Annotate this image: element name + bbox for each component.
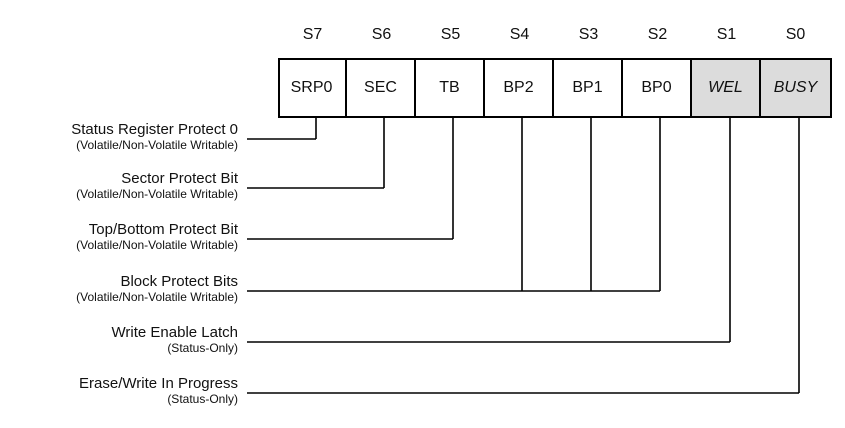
bit-cell-wel: WEL [692,58,761,118]
label-sub: (Volatile/Non-Volatile Writable) [76,290,238,304]
label-main: Top/Bottom Protect Bit [88,221,238,238]
bit-cell-bp2: BP2 [485,58,554,118]
bit-cell-bp1: BP1 [554,58,623,118]
label-top-bottom-protect: Top/Bottom Protect Bit (Volatile/Non-Vol… [76,221,238,252]
bit-number-s4: S4 [509,26,530,43]
label-sub: (Volatile/Non-Volatile Writable) [76,187,238,201]
bit-number-s5: S5 [440,26,461,43]
label-sector-protect: Sector Protect Bit (Volatile/Non-Volatil… [76,170,238,201]
bit-number-s7: S7 [302,26,323,43]
label-block-protect: Block Protect Bits (Volatile/Non-Volatil… [76,273,238,304]
bit-number-s1: S1 [716,26,737,43]
label-sub: (Volatile/Non-Volatile Writable) [76,138,238,152]
label-sub: (Volatile/Non-Volatile Writable) [76,238,238,252]
bit-cell-sec: SEC [347,58,416,118]
label-main: Sector Protect Bit [121,170,238,187]
bit-cell-tb: TB [416,58,485,118]
label-main: Block Protect Bits [120,273,238,290]
bit-number-s6: S6 [371,26,392,43]
bit-cell-busy: BUSY [761,58,830,118]
label-main: Write Enable Latch [111,324,238,341]
label-sub: (Status-Only) [167,392,238,406]
bit-cell-bp0: BP0 [623,58,692,118]
bit-number-s0: S0 [785,26,806,43]
label-sub: (Status-Only) [167,341,238,355]
label-main: Erase/Write In Progress [79,375,238,392]
label-erase-write-in-progress: Erase/Write In Progress (Status-Only) [79,375,238,406]
label-main: Status Register Protect 0 [71,121,238,138]
label-status-register-protect: Status Register Protect 0 (Volatile/Non-… [71,121,238,152]
bit-number-s3: S3 [578,26,599,43]
label-write-enable-latch: Write Enable Latch (Status-Only) [112,324,238,355]
bit-cell-srp0: SRP0 [278,58,347,118]
bit-number-s2: S2 [647,26,668,43]
